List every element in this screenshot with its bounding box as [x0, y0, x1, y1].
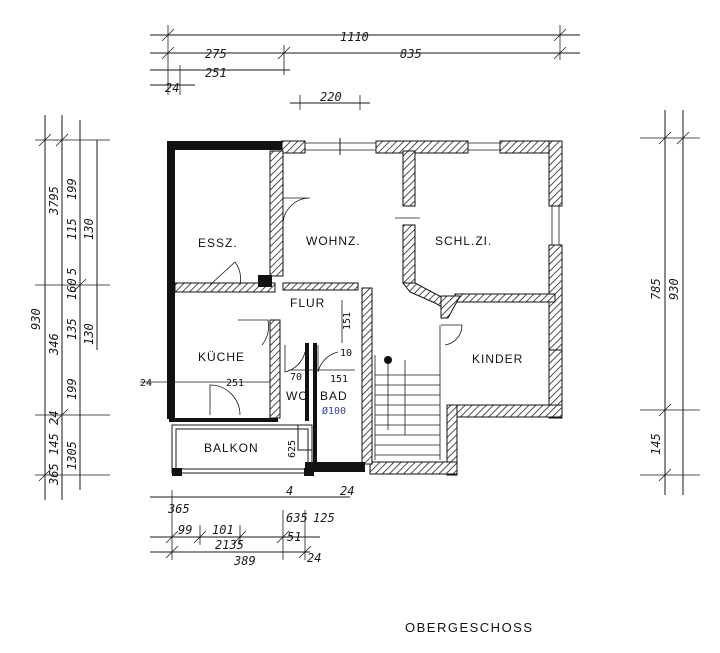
room-label-kinder: KINDER	[472, 352, 523, 366]
dim-bot-d: 2135	[215, 538, 244, 552]
dim-bot-c: 101	[212, 523, 234, 537]
dim-left-e: 5	[65, 268, 79, 275]
dim-left-b: 199	[65, 178, 79, 200]
dim-bot-e: 635	[286, 511, 308, 525]
dim-left-l: 145	[47, 433, 61, 455]
dim-bot-f: 125	[313, 511, 335, 525]
dim-bot-j: 24	[340, 484, 354, 498]
right-dimension-lines	[640, 110, 700, 495]
dim-left-total: 930	[29, 308, 43, 330]
walls	[167, 140, 563, 476]
dim-bot-i: 24	[307, 551, 321, 565]
dim-left-a: 3795	[47, 186, 61, 216]
room-label-kueche: KÜCHE	[198, 350, 245, 364]
bottom-dimension-lines	[150, 490, 350, 560]
dim-right-a: 785	[649, 278, 663, 300]
room-label-wohnz: WOHNZ.	[306, 234, 361, 248]
dim-kueche-width: 251	[226, 378, 244, 389]
dim-left-k: 24	[47, 411, 61, 425]
dim-left-m: 1305	[65, 441, 79, 470]
room-label-schlz: SCHL.ZI.	[435, 234, 492, 248]
plan-title: OBERGESCHOSS	[405, 620, 534, 635]
dim-wall-24-left: 24	[140, 378, 152, 389]
dim-top-left: 275	[205, 47, 227, 61]
room-label-wc: WC	[286, 389, 308, 403]
dim-top-inner: 251	[205, 66, 227, 80]
angled-wall	[401, 282, 448, 311]
dim-bad-151: 151	[330, 374, 348, 385]
room-label-bad: BAD	[320, 389, 348, 403]
dim-left-f: 160	[65, 278, 79, 300]
dim-left-h: 135	[65, 318, 79, 340]
interior-dimension-marks	[140, 300, 355, 383]
dim-bot-b: 99	[178, 523, 192, 537]
dim-right-total: 930	[667, 278, 681, 300]
top-dimension-lines	[150, 25, 580, 110]
angled-wall-kinder	[440, 295, 461, 319]
windows	[305, 138, 560, 245]
staircase	[374, 325, 441, 460]
dim-top-mid: 220	[320, 90, 342, 104]
dim-bot-k: 4	[286, 484, 293, 498]
room-label-flur: FLUR	[290, 296, 325, 310]
dim-left-g: 346	[47, 333, 61, 356]
dim-bot-g: 51	[287, 530, 301, 544]
dim-left-c: 115	[65, 218, 79, 240]
room-label-balkon: BALKON	[204, 441, 259, 455]
door-swings	[209, 197, 463, 416]
dim-wc-70: 70	[290, 372, 302, 383]
dim-top-right: 835	[400, 47, 422, 61]
left-dimension-lines	[35, 115, 110, 500]
dim-left-d: 130	[82, 218, 96, 240]
dim-flur-10: 10	[340, 348, 352, 359]
dim-balkon-625: 625	[287, 440, 298, 458]
dim-left-j: 199	[65, 378, 79, 400]
bad-annotation: Ø100	[322, 405, 346, 417]
dim-bot-a: 365	[167, 502, 190, 516]
dim-top-total: 1110	[340, 30, 369, 44]
dim-left-i: 130	[82, 323, 96, 345]
dim-left-n: 365	[47, 463, 61, 486]
dim-right-b: 145	[649, 433, 663, 455]
room-label-essz: ESSZ.	[198, 236, 238, 250]
balcony-outline	[171, 424, 314, 476]
dim-top-wall: 24	[165, 81, 179, 95]
dim-bot-h: 389	[233, 554, 256, 568]
dim-flur-151: 151	[342, 312, 353, 330]
